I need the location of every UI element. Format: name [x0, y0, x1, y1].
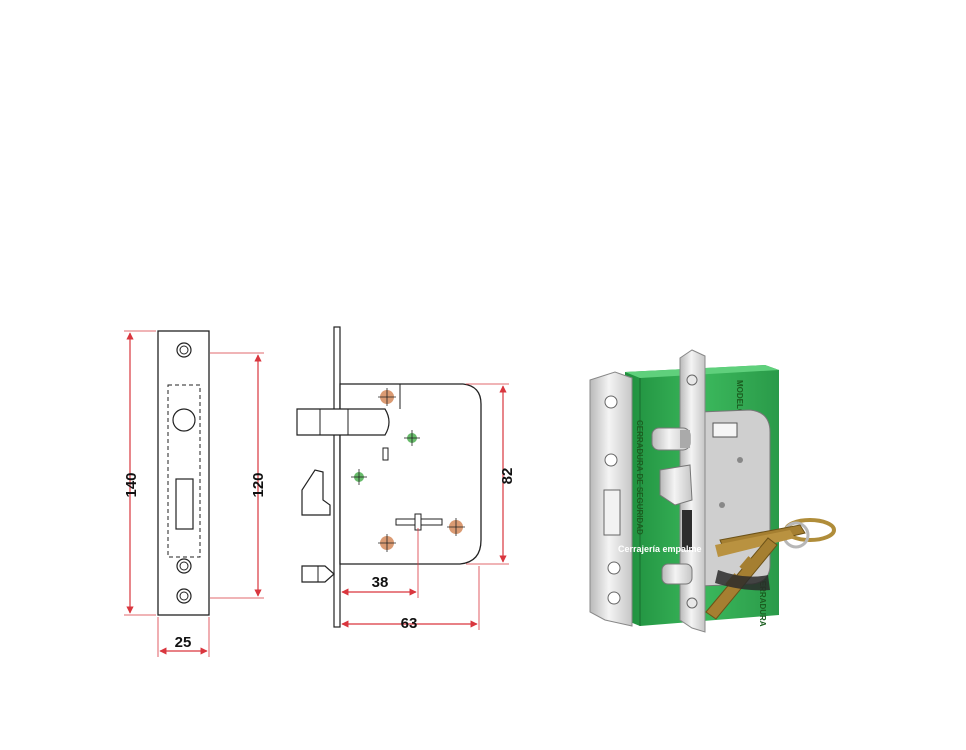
dimension-label-25: 25	[175, 634, 192, 651]
product-photo: CERRADURA DE SEGURIDAD MODELO CERRADURA	[589, 349, 836, 633]
screw-mark-orange	[378, 534, 396, 552]
deadbolt	[296, 408, 390, 436]
hook-latch	[301, 469, 331, 516]
box-text: CERRADURA	[758, 575, 767, 627]
screw-hole-bottom	[176, 588, 192, 604]
screw-hole-top	[176, 342, 192, 358]
dimension-label-63: 63	[401, 615, 418, 632]
dimension-label-82: 82	[499, 468, 516, 485]
hook-latch-photo	[659, 464, 693, 550]
faceplate-photo	[679, 349, 706, 633]
latch-hole	[176, 558, 192, 574]
strike-plate	[589, 371, 633, 627]
box-text: MODELO	[735, 380, 744, 415]
bolt-opening	[175, 478, 194, 530]
case-slot	[382, 447, 389, 461]
cylinder-hole	[172, 408, 196, 432]
front-view: 140 120 25	[123, 330, 267, 657]
screw-mark-green	[404, 430, 420, 446]
watermark: Cerrajería empalme	[618, 544, 702, 554]
faceplate-inner-dashed	[167, 384, 201, 558]
dimension-label-140: 140	[123, 472, 140, 497]
dimension-label-120: 120	[250, 472, 267, 497]
side-faceplate	[333, 326, 341, 628]
side-view: 38 63 82	[296, 326, 516, 632]
screw-mark-orange	[378, 388, 396, 406]
screw-mark-green	[351, 469, 367, 485]
spring-latch-photo	[661, 563, 693, 585]
deadbolt-photo	[651, 427, 691, 451]
screw-mark-orange	[447, 518, 465, 536]
keys	[705, 518, 836, 620]
box-text: CERRADURA DE SEGURIDAD	[635, 420, 644, 535]
dimension-label-38: 38	[372, 574, 389, 591]
